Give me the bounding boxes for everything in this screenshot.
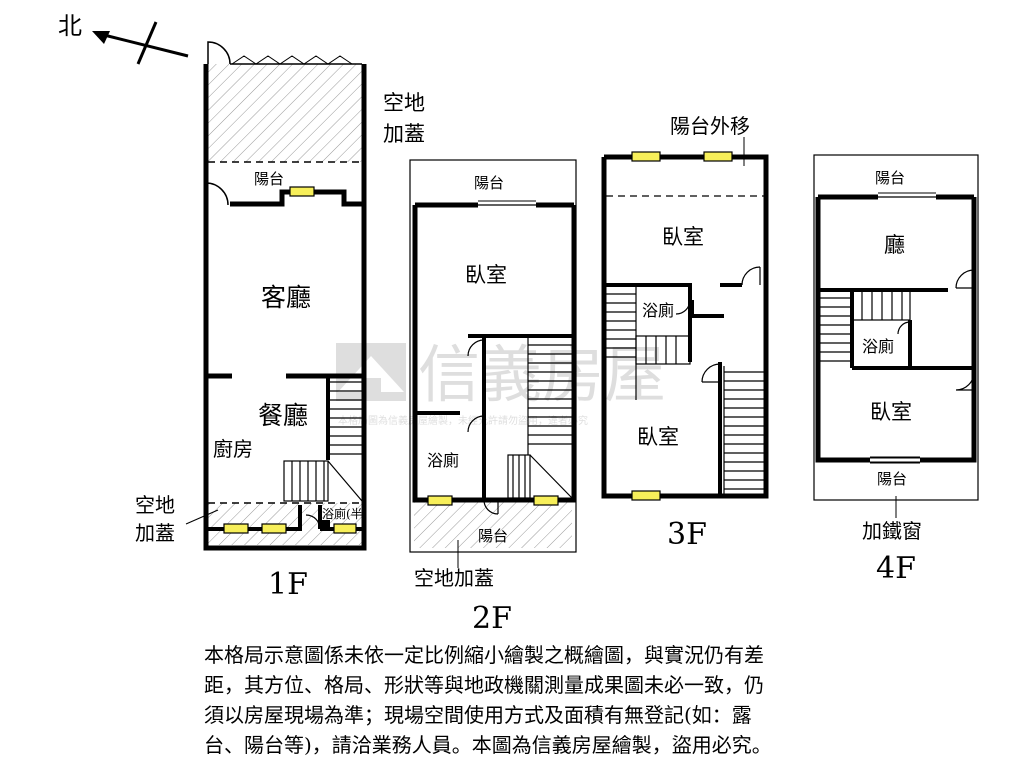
window-2f-bottom-left	[427, 495, 453, 506]
open-space-bottom-pointer	[185, 509, 219, 525]
floor-3f: 陽台外移 臥室 浴廁 臥室 3F	[601, 114, 769, 552]
north-arrow-head	[92, 31, 110, 44]
door-4f-bath	[897, 321, 911, 335]
room-4f-hall: 廳	[884, 233, 905, 257]
stairs-3f-right	[723, 366, 764, 494]
door-3f-bedroom-top	[741, 266, 761, 286]
window-3f-bottom	[631, 490, 661, 501]
floor-4f-outline	[813, 154, 979, 501]
stairs-3f-left	[606, 293, 691, 365]
watermark: 信義房屋 本格局圖為信義房屋繪製，未經允許請勿盜用，違者必究	[336, 338, 666, 427]
room-1f-open-space-bottom-line1: 空地	[135, 493, 175, 517]
north-arrow-tick	[136, 21, 158, 65]
floor-3f-outer-wall	[601, 154, 769, 499]
north-arrow-shaft	[99, 32, 189, 58]
window-2f-bottom-right	[533, 495, 559, 506]
floor-1f-label: 1F	[268, 567, 308, 602]
floor-plan: 北 信義房屋 本格局圖為信義房屋繪製，未經允許請勿盜用，違者必究	[58, 12, 979, 630]
room-2f-bath: 浴廁	[427, 451, 459, 470]
wall-3f-bedroom-top	[604, 283, 742, 496]
disclaimer-line: 本格局示意圖係未依一定比例縮小繪製之概繪圖，與實況仍有差	[204, 643, 764, 667]
door-bath-1f	[305, 514, 321, 530]
door-3f-bath	[675, 299, 691, 315]
stairs-1f	[283, 381, 363, 502]
floor-1f: 空地 加蓋 陽台 客廳 餐廳 廚房 空地 加蓋 浴廁(半 1F	[135, 41, 425, 602]
door-2f-corridor	[467, 339, 485, 357]
floor-2f-main-wall	[412, 202, 577, 503]
watermark-fine-print: 本格局圖為信義房屋繪製，未經允許請勿盜用，違者必究	[338, 414, 588, 427]
north-indicator: 北	[58, 12, 189, 65]
disclaimer-line: 須以房屋現場為準；現場空間使用方式及面積有無登記(如：露	[204, 703, 752, 727]
room-1f-kitchen: 廚房	[213, 437, 253, 461]
watermark-logo-roof	[338, 356, 404, 392]
floor-2f-label: 2F	[472, 601, 512, 630]
side-door-1f	[205, 182, 229, 206]
room-3f-balcony-moved: 陽台外移	[670, 114, 750, 138]
window-1f-bath	[333, 523, 357, 534]
room-4f-iron-window: 加鐵窗	[862, 519, 922, 543]
room-4f-bedroom: 臥室	[870, 400, 912, 424]
open-space-top-hatch	[208, 64, 362, 162]
disclaimer-line: 台、陽台等)，請洽業務人員。本圖為信義房屋繪製，盜用必究。	[204, 733, 772, 757]
room-3f-bedroom-bottom: 臥室	[637, 425, 679, 449]
room-4f-balcony-top: 陽台	[875, 169, 905, 187]
stairs-4f	[820, 289, 911, 362]
folding-door	[231, 55, 353, 65]
bath-1f-fixture	[322, 520, 330, 528]
watermark-brand: 信義房屋	[418, 338, 666, 411]
door-4f-bedroom	[955, 371, 975, 391]
disclaimer: 本格局示意圖係未依一定比例縮小繪製之概繪圖，與實況仍有差 距，其方位、格局、形狀…	[204, 640, 904, 760]
room-3f-bath: 浴廁	[642, 301, 674, 320]
room-1f-balcony: 陽台	[254, 170, 284, 188]
disclaimer-line: 距，其方位、格局、形狀等與地政機關測量成果圖未必一致，仍	[204, 673, 764, 697]
room-2f-open-space-note: 空地加蓋	[414, 566, 494, 590]
floor-4f-label: 4F	[876, 551, 916, 586]
floor-2f: 陽台 臥室 浴廁 陽台 空地加蓋 2F	[409, 159, 577, 630]
entry-door-top	[207, 41, 231, 65]
window-3f-top-right	[703, 151, 733, 162]
room-1f-dining: 餐廳	[258, 401, 308, 430]
room-2f-bedroom: 臥室	[465, 263, 507, 287]
wall-4f-upper	[818, 288, 974, 370]
room-2f-balcony-bottom: 陽台	[478, 527, 508, 545]
window-3f-top-left	[631, 151, 661, 162]
door-4f-hall	[955, 269, 975, 289]
room-1f-open-space-top-line1: 空地	[383, 91, 425, 115]
room-2f-balcony-top: 陽台	[474, 174, 504, 192]
stairs-2f	[507, 344, 573, 499]
window-1f-bottom-right	[261, 523, 287, 534]
door-3f-bedroom-bottom	[701, 363, 721, 383]
room-4f-balcony-bottom: 陽台	[877, 470, 907, 488]
window-1f-balcony	[289, 186, 315, 197]
floor-4f: 陽台 廳 浴廁 臥室 陽台 加鐵窗 4F	[813, 154, 979, 586]
room-3f-bedroom-top: 臥室	[662, 225, 704, 249]
room-4f-bath: 浴廁	[862, 337, 894, 356]
balcony-2f-bottom-hatch	[414, 502, 572, 548]
room-1f-bath-half: 浴廁(半	[322, 506, 363, 521]
door-2f-bath	[467, 415, 485, 433]
door-2f-balcony	[483, 499, 499, 515]
floor-1f-outer-wall	[203, 64, 367, 551]
floor-3f-label: 3F	[667, 517, 707, 552]
room-1f-open-space-bottom-line2: 加蓋	[135, 521, 175, 545]
north-label: 北	[58, 12, 82, 40]
room-1f-open-space-top-line2: 加蓋	[383, 122, 425, 146]
room-1f-living: 客廳	[261, 283, 311, 312]
window-1f-bottom-left	[223, 523, 249, 534]
wall-2f-middle	[415, 334, 574, 500]
